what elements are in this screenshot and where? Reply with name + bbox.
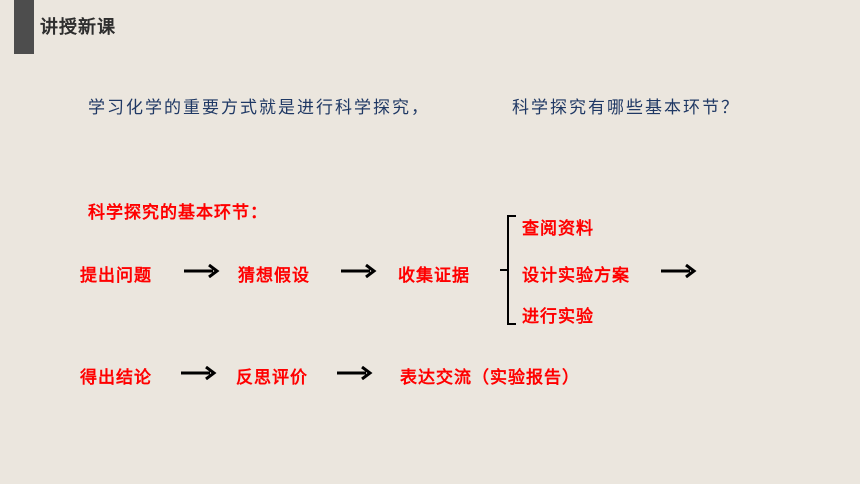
step-reflect-evaluate: 反思评价 bbox=[236, 368, 308, 388]
right-arrow-icon bbox=[661, 264, 697, 278]
header-accent-bar bbox=[14, 0, 34, 54]
right-arrow-icon bbox=[184, 264, 220, 278]
intro-question-part1: 学习化学的重要方式就是进行科学探究， bbox=[88, 98, 430, 118]
right-arrow-icon bbox=[337, 366, 373, 380]
page-title: 讲授新课 bbox=[40, 17, 116, 38]
intro-question-part2: 科学探究有哪些基本环节？ bbox=[512, 98, 740, 118]
step-draw-conclusion: 得出结论 bbox=[80, 368, 152, 388]
right-arrow-icon bbox=[341, 264, 377, 278]
step-propose-question: 提出问题 bbox=[80, 266, 152, 286]
section-heading: 科学探究的基本环节： bbox=[88, 203, 268, 223]
right-arrow-icon bbox=[181, 366, 217, 380]
branch-consult-materials: 查阅资料 bbox=[522, 219, 594, 239]
step-collect-evidence: 收集证据 bbox=[398, 266, 470, 286]
branch-design-experiment: 设计实验方案 bbox=[522, 266, 630, 286]
left-brace-icon bbox=[500, 215, 516, 325]
step-express-communicate: 表达交流（实验报告） bbox=[400, 368, 580, 388]
branch-conduct-experiment: 进行实验 bbox=[522, 307, 594, 327]
step-hypothesis: 猜想假设 bbox=[238, 266, 310, 286]
